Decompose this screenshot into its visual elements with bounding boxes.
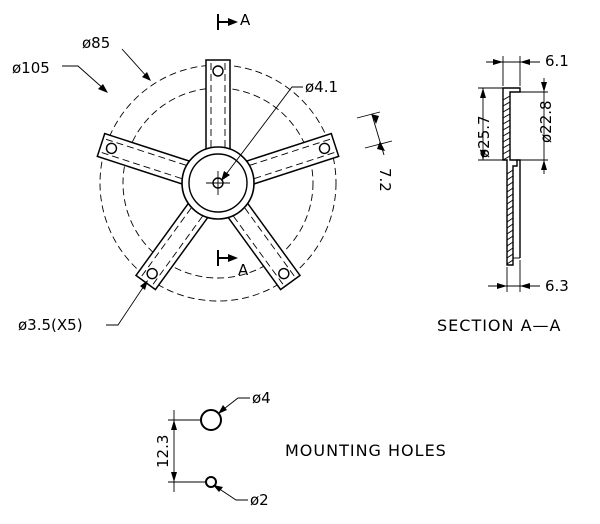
dim-arm-holes: ø3.5(X5) (18, 316, 83, 334)
front-view: A A ø105 ø85 ø4.1 7.2 ø3.5(X5) (12, 11, 394, 334)
dim-section-bottom: 6.3 (545, 277, 569, 295)
mounting-hole-small (205, 476, 217, 488)
dim-section-inner: ø22.8 (537, 100, 555, 143)
section-label-top: A (240, 11, 251, 29)
arm-hole (318, 142, 331, 155)
dim-mount-large: ø4 (252, 389, 271, 407)
dim-section-outer: ø25.7 (475, 115, 493, 158)
arm-hole (105, 142, 118, 155)
hub-inner (188, 153, 248, 213)
arm-hole (278, 267, 290, 280)
section-label-bottom: A (238, 261, 249, 279)
section-marker-bottom: A (217, 250, 249, 279)
mounting-hole-large (200, 409, 222, 431)
arm-hole (212, 65, 224, 77)
mounting-caption: MOUNTING HOLES (285, 441, 447, 460)
section-marker-top: A (217, 11, 251, 30)
dim-mount-small: ø2 (250, 491, 269, 509)
section-view: 6.1 ø25.7 ø22.8 6.3 SECTION A—A (437, 52, 569, 335)
mounting-holes-view: ø4 ø2 12.3 MOUNTING HOLES (154, 389, 447, 509)
arm-hole (146, 267, 158, 280)
dim-pitch-diameter: ø85 (82, 34, 110, 52)
section-hatch (502, 95, 514, 265)
dim-mount-spacing: 12.3 (154, 435, 172, 468)
dim-outer-diameter: ø105 (12, 59, 50, 77)
section-caption: SECTION A—A (437, 316, 561, 335)
dim-section-top: 6.1 (545, 52, 569, 70)
dim-arm-width: 7.2 (376, 168, 394, 192)
dim-arm-width-group: 7.2 (356, 111, 394, 192)
dim-center-hole: ø4.1 (305, 78, 338, 96)
